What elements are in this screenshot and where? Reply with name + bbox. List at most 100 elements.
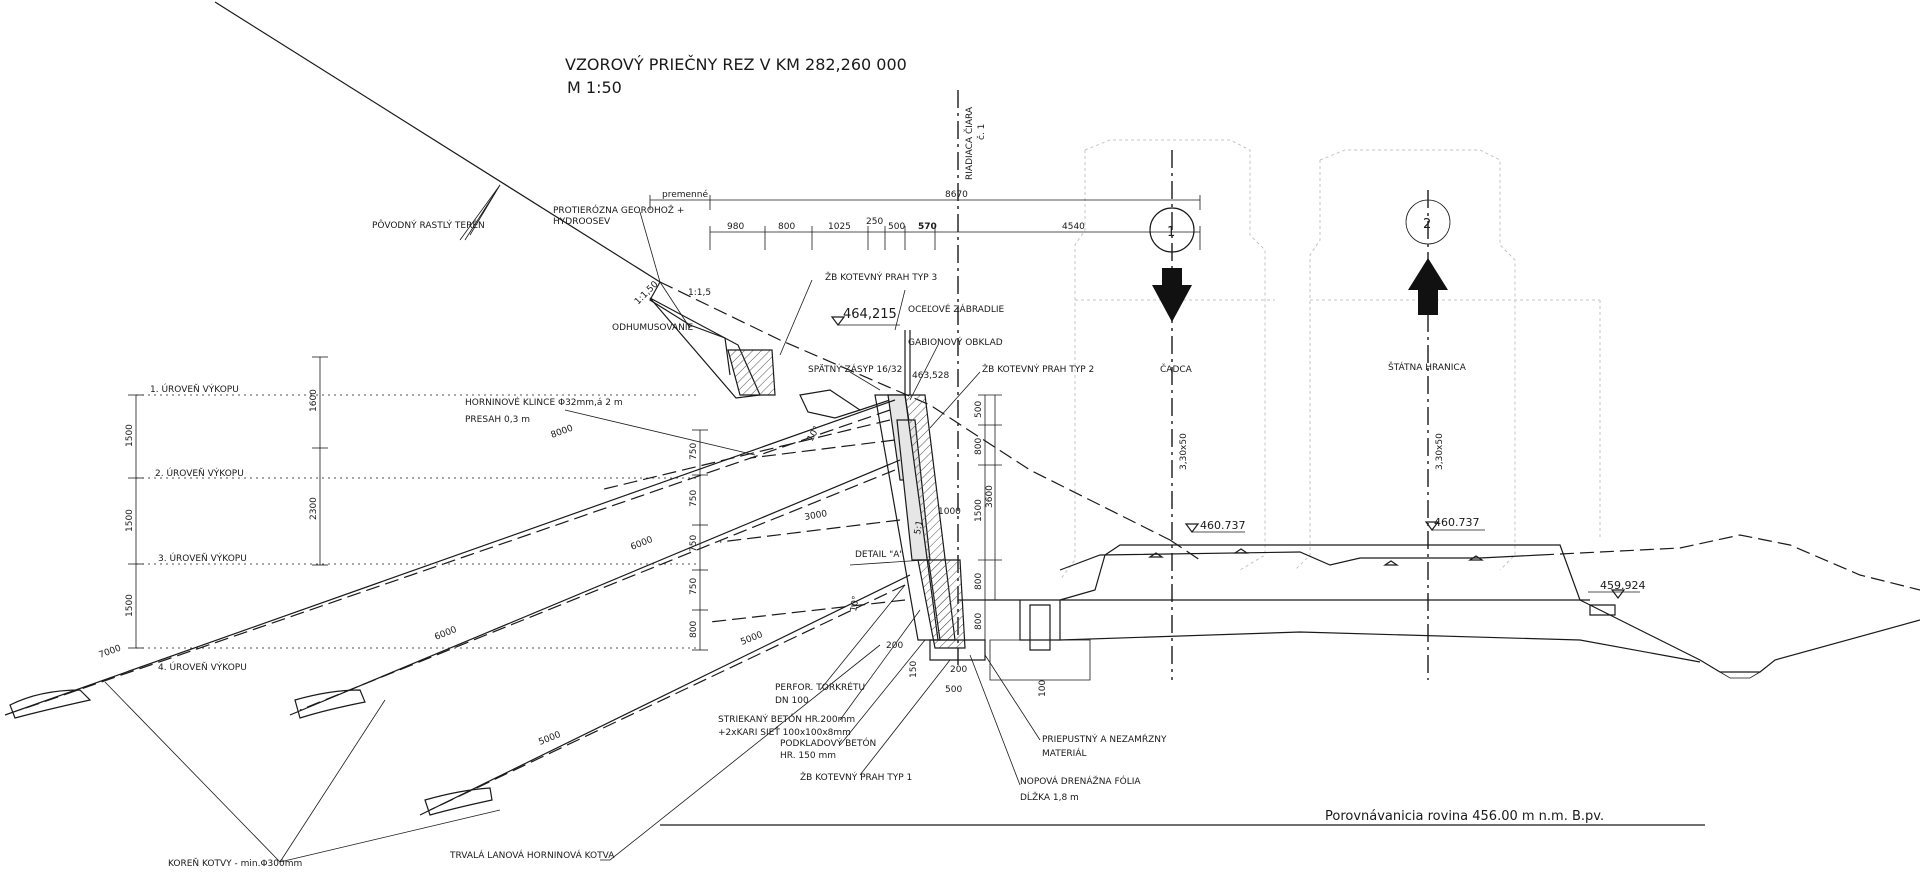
label-kotva: TRVALÁ LANOVÁ HORNINOVÁ KOTVA [449, 849, 615, 861]
arrow-up-icon [1408, 258, 1448, 315]
wall-slope: 5:1 [913, 520, 925, 536]
level-1-label: 1. ÚROVEŇ VÝKOPU [150, 383, 239, 395]
reference-label: Porovnávanicia rovina 456.00 m n.m. B.pv… [1325, 809, 1604, 824]
dim-v1500c: 1500 [125, 594, 135, 617]
dim-v1600: 1600 [309, 389, 319, 412]
dim-r500: 500 [974, 401, 984, 418]
label-detail: DETAIL "A" [855, 550, 904, 560]
label-geo-mat-2: HYDROOSEV [553, 217, 611, 227]
label-geo-mat-1: PROTIERÓZNA GEOROHOŽ + [553, 204, 684, 216]
dim-r800b: 800 [974, 573, 984, 590]
arrow-down-icon [1152, 268, 1192, 322]
anchor-5000a: 5000 [739, 630, 764, 648]
label-zasyp: SPÄTNÝ ZÁSYP 16/32 [808, 363, 902, 375]
angle-10b: 10° [849, 595, 862, 612]
axis-sub: č. 1 [976, 124, 987, 140]
nail-3000: 3000 [804, 509, 829, 523]
dim-v750d: 750 [689, 578, 699, 595]
excavation-levels [136, 394, 700, 649]
label-gabion: GABIONOVÝ OBKLAD [908, 336, 1003, 348]
track2-direction: ŠTÁTNA HRANICA [1388, 361, 1467, 373]
top-dimensions: premenné 8670 980 800 1025 250 500 570 4… [649, 189, 1201, 250]
dim-1000: 1000 [938, 507, 961, 517]
dim-v750c: 750 [689, 535, 699, 552]
label-priepustny-1: PRIEPUSTNÝ A NEZAMŔZNY [1042, 733, 1167, 745]
rails [1148, 548, 1484, 566]
label-podklad-1: PODKLADOVÝ BETÓN [780, 737, 876, 749]
leaders [104, 184, 1041, 863]
dim-v750b: 750 [689, 490, 699, 507]
dim-1025: 1025 [828, 222, 851, 232]
dim-premenne: premenné [662, 189, 708, 200]
label-priepustny-2: MATERIÁL [1042, 747, 1087, 759]
label-koren: KOREŇ KOTVY - min.Φ300mm [168, 858, 302, 869]
train-gauge-outline [1059, 139, 1601, 581]
dim-r800c: 800 [974, 613, 984, 630]
elevation-wall-top: 463,528 [912, 371, 949, 381]
elevation-rail2: 460.737 [1434, 516, 1480, 529]
dim-570: 570 [918, 222, 937, 232]
label-beton-1: STRIEKANÝ BETÓN HR.200mm [718, 713, 855, 725]
anchor-6000b: 6000 [433, 625, 458, 643]
label-torkret-2: DN 100 [775, 696, 809, 706]
label-zabradlie: OCEĽOVÉ ZÁBRADLIE [908, 303, 1005, 315]
anchor-7000: 7000 [98, 643, 123, 660]
dim-100: 100 [1038, 680, 1048, 697]
dim-v1500a: 1500 [125, 424, 135, 447]
dim-v1500b: 1500 [125, 509, 135, 532]
track1-number: 1 [1167, 225, 1175, 240]
dim-r1500: 1500 [974, 499, 984, 522]
label-klince-1: HORNINOVÉ KLINCE Φ32mm,á 2 m [465, 396, 623, 408]
dim-r3600: 3600 [985, 485, 995, 508]
label-beton-2: +2xKARI SIEŤ 100x100x8mm [718, 727, 851, 738]
elevations: 464,215 463,528 460.737 460.737 459.924 [830, 307, 1646, 599]
label-klince-2: PRESAH 0,3 m [465, 415, 530, 425]
label-folia-1: NOPOVÁ DRENÁŽNA FÓLIA [1020, 775, 1141, 787]
retaining-wall [874, 330, 986, 661]
track2-note: 3,30x50 [1435, 433, 1445, 470]
slope-1-15: 1:1,5 [688, 288, 711, 298]
elevation-ditch: 459.924 [1600, 579, 1646, 592]
dim-v800: 800 [689, 621, 699, 638]
slope-1-150: 1:1,50 [633, 279, 661, 307]
label-prah1: ŽB KOTEVNÝ PRAH TYP 1 [800, 771, 912, 783]
wall-dimensions [978, 394, 1002, 640]
level-3-label: 3. ÚROVEŇ VÝKOPU [158, 552, 247, 564]
anchor-6000a: 6000 [629, 535, 654, 553]
dim-v2300: 2300 [309, 497, 319, 520]
drawing-scale: M 1:50 [567, 78, 622, 97]
label-folia-2: DĹŽKA 1,8 m [1020, 791, 1079, 803]
label-prah3: ŽB KOTEVNÝ PRAH TYP 3 [825, 271, 937, 283]
drawing-title: VZOROVÝ PRIEČNY REZ V KM 282,260 000 [565, 55, 907, 74]
anchor-8000: 8000 [550, 423, 575, 440]
dim-500: 500 [888, 222, 905, 232]
dim-200b: 200 [950, 665, 967, 675]
elevation-rail1: 460.737 [1200, 519, 1246, 532]
dim-980: 980 [727, 222, 744, 232]
label-podklad-2: HR. 150 mm [780, 751, 836, 761]
left-dimensions [128, 356, 708, 651]
track1-marker [1149, 207, 1195, 253]
label-odhumusovanie: ODHUMUSOVANIE [612, 323, 693, 333]
dim-r800: 800 [974, 438, 984, 455]
elevation-top: 464,215 [843, 307, 897, 322]
top-berm [649, 297, 891, 419]
dim-v750a: 750 [689, 443, 699, 460]
dim-250: 250 [866, 217, 883, 227]
ground-anchors [4, 399, 911, 816]
label-torkret-1: PERFOR. TORKRÉTU [775, 681, 865, 693]
dim-500b: 500 [945, 685, 962, 695]
anchor-5000b: 5000 [537, 730, 562, 748]
label-prah2: ŽB KOTEVNÝ PRAH TYP 2 [982, 363, 1094, 375]
terrain [214, 1, 1920, 591]
track2-marker [1405, 199, 1451, 245]
track1-note: 3,30x50 [1179, 433, 1189, 470]
track1-direction: ČADCA [1160, 363, 1193, 375]
label-original-terrain: PÔVODNÝ RASTLÝ TERÉN [372, 219, 485, 231]
dim-800: 800 [778, 222, 795, 232]
dim-150: 150 [909, 661, 919, 678]
dim-total: 8670 [945, 190, 968, 200]
level-2-label: 2. ÚROVEŇ VÝKOPU [155, 467, 244, 479]
axis-label: RIADIACA ČIARA [963, 106, 975, 180]
